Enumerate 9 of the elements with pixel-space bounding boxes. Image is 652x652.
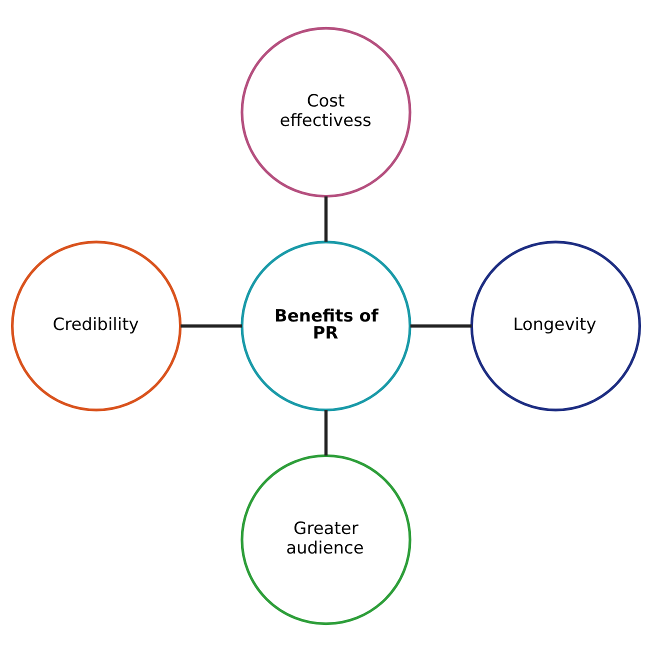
connector xyxy=(324,196,328,242)
node-circle: Longevity xyxy=(470,240,642,412)
node-circle: Credibility xyxy=(10,240,182,412)
node-circle: Cost effectivess xyxy=(240,26,412,198)
connector xyxy=(180,324,242,328)
connector xyxy=(410,324,472,328)
node-circle: Greater audience xyxy=(240,454,412,626)
node-circle: Benefits of PR xyxy=(240,240,412,412)
connector xyxy=(324,410,328,456)
